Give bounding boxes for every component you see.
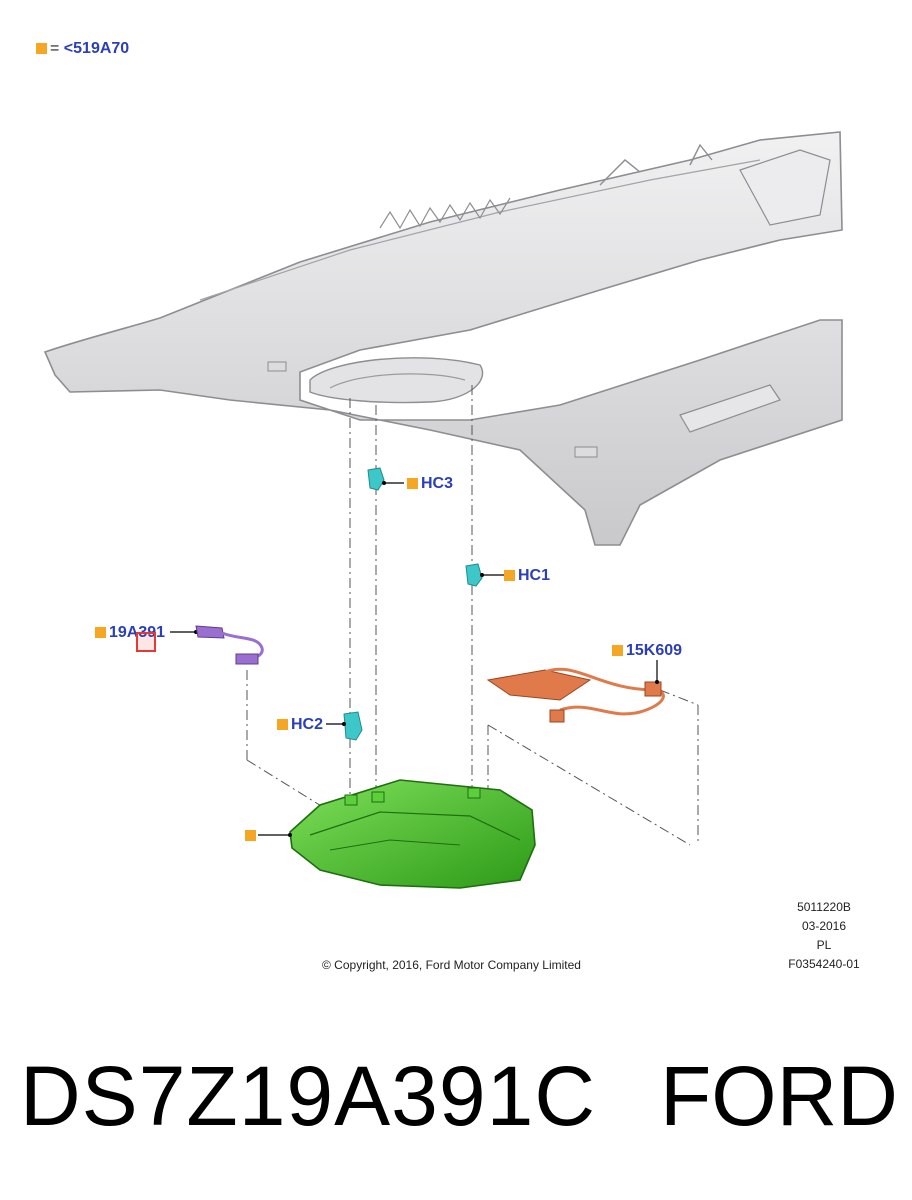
legend-reference[interactable]: <519A70 (63, 40, 130, 57)
clip-hc1 (465, 563, 504, 587)
callout-marker (612, 645, 623, 656)
callout-15k609-label: 15K609 (626, 642, 683, 659)
meta-code: 5011220B (797, 900, 851, 914)
diagram-meta: 5011220B 03-2016 PL F0354240-01 (764, 898, 884, 974)
copyright-text: © Copyright, 2016, Ford Motor Company Li… (322, 958, 581, 972)
legend-marker (36, 43, 47, 54)
selected-part-highlight (136, 632, 156, 652)
callout-hc1-label: HC1 (518, 567, 551, 584)
legend: = <519A70 (36, 40, 129, 58)
harness-19a391 (170, 625, 264, 665)
diagram-artwork (43, 131, 843, 889)
brand-name: FORD (660, 1049, 898, 1143)
callout-hc2-label: HC2 (291, 716, 324, 733)
clip-hc2 (326, 711, 363, 741)
footer-title-bar (0, 1000, 912, 1200)
callout-hc3-label: HC3 (421, 475, 454, 492)
callout-marker (504, 570, 515, 581)
callout-marker (407, 478, 418, 489)
meta-lang: PL (816, 938, 832, 952)
callout-hc2[interactable]: HC2 (277, 716, 323, 734)
part-number: DS7Z19A391C (20, 1049, 596, 1143)
overhead-console (258, 779, 536, 889)
parts-diagram: = <519A70 HC3 HC1 HC2 19A391 15K609 © Co… (36, 40, 884, 974)
meta-figure-id: F0354240-01 (788, 957, 860, 971)
callout-marker (95, 627, 106, 638)
callout-hc3[interactable]: HC3 (407, 475, 453, 493)
clip-hc3 (367, 467, 404, 491)
callout-marker (245, 830, 256, 841)
callout-15k609[interactable]: 15K609 (612, 642, 682, 660)
harness-15k609 (486, 660, 665, 723)
callout-marker (277, 719, 288, 730)
legend-equals: = (50, 40, 60, 57)
callout-hc1[interactable]: HC1 (504, 567, 550, 585)
callout-console[interactable] (245, 827, 259, 845)
meta-date: 03-2016 (801, 919, 847, 933)
